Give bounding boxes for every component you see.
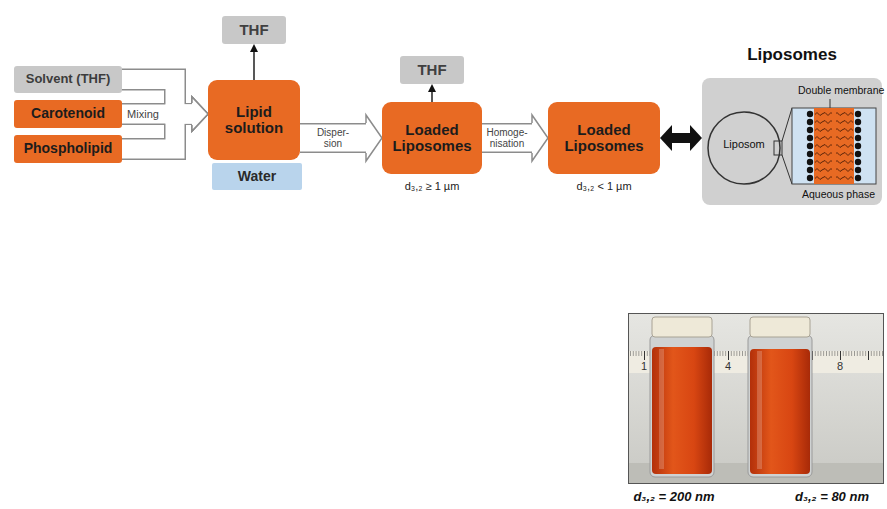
aqueous-phase	[792, 108, 876, 184]
zoom-window	[774, 141, 782, 155]
vial-photo	[628, 313, 884, 484]
lipid-heads	[806, 110, 814, 182]
flow-arrow-fill	[482, 125, 532, 152]
arrow-head	[366, 115, 382, 161]
arrow-head	[192, 97, 208, 131]
ingredient-box: Carotenoid	[14, 100, 122, 128]
box-label: Loaded Liposomes	[387, 122, 477, 155]
lipid-heads	[854, 110, 862, 182]
zoom-line	[782, 155, 792, 184]
box-label: Phospholipid	[19, 141, 117, 156]
vial-cap	[652, 317, 712, 337]
arrow-head-group	[428, 84, 436, 92]
glass-highlight	[757, 351, 762, 469]
ruler-number: 4	[725, 360, 731, 373]
leader-line	[830, 99, 831, 108]
ingredient-box: Phospholipid	[14, 135, 122, 163]
panel-heading: Liposomes	[702, 46, 882, 65]
solvent-out-box: THF	[400, 56, 464, 84]
flow-arrow-fill	[300, 125, 366, 152]
box-label: THF	[227, 22, 281, 39]
vial-liquid	[652, 347, 712, 474]
process-box: Loaded Liposomes	[548, 102, 660, 174]
box-label: Carotenoid	[19, 106, 117, 121]
part-label: Aqueous phase	[802, 188, 875, 201]
arrow-head	[192, 97, 208, 131]
arrow-label: Mixing	[123, 108, 163, 120]
arrow-head	[690, 125, 702, 151]
lipid-tails	[836, 110, 853, 182]
arrow-head	[250, 44, 258, 52]
vial-cap	[750, 317, 810, 337]
water-box: Water	[212, 163, 302, 190]
solvent-out-box: THF	[222, 16, 286, 44]
box-label: Water	[217, 169, 297, 184]
lipid-tails	[815, 110, 832, 182]
solvent-box: Solvent (THF)	[14, 66, 122, 93]
vial-glass	[748, 335, 812, 477]
box-label: Loaded Liposomes	[553, 122, 655, 155]
part-label: Double membrane	[798, 84, 884, 97]
flow-arrow	[482, 123, 532, 153]
arrow-head	[532, 115, 548, 161]
arrow-head	[428, 84, 436, 92]
arrow-head-group	[532, 115, 548, 161]
photo-caption: d₃,₂ = 80 nm	[795, 489, 869, 505]
flow-arrow	[300, 123, 366, 153]
arrow-head	[192, 97, 208, 131]
vial-glass	[650, 335, 714, 477]
arrow-head	[660, 125, 672, 151]
flow-arrow	[431, 91, 432, 102]
ruler-number: 1	[641, 360, 647, 373]
ruler-number: 8	[837, 360, 843, 373]
size-label: d₃,₂ ≥ 1 µm	[405, 180, 460, 193]
flow-arrow	[671, 133, 691, 143]
flow-arrow	[253, 51, 254, 80]
box-label: Lipid solution	[213, 104, 295, 137]
glass-highlight	[659, 349, 664, 469]
part-label: Liposom	[723, 138, 765, 151]
arrow-head-group	[192, 97, 208, 131]
box-label: Solvent (THF)	[19, 72, 117, 86]
arrow-head-group	[192, 97, 208, 131]
arrow-head-group	[192, 97, 208, 131]
arrow-head-group	[660, 125, 702, 151]
arrow-label: Disper- sion	[310, 127, 356, 149]
arrow-head-group	[366, 115, 382, 161]
photo-caption: d₃,₂ = 200 nm	[633, 489, 714, 505]
arrow-head-group	[250, 44, 258, 52]
process-box: Loaded Liposomes	[382, 102, 482, 174]
liposome-circle	[708, 112, 780, 184]
zoom-line	[782, 108, 792, 141]
photo-ground	[628, 313, 884, 484]
vial-liquid	[750, 349, 810, 474]
arrow-label: Homoge- nisation	[482, 127, 532, 149]
membrane-core	[814, 108, 854, 184]
size-label: d₃,₂ < 1 µm	[576, 180, 631, 193]
photo-frame	[629, 314, 884, 484]
process-box: Lipid solution	[208, 80, 300, 160]
box-label: THF	[405, 62, 459, 79]
